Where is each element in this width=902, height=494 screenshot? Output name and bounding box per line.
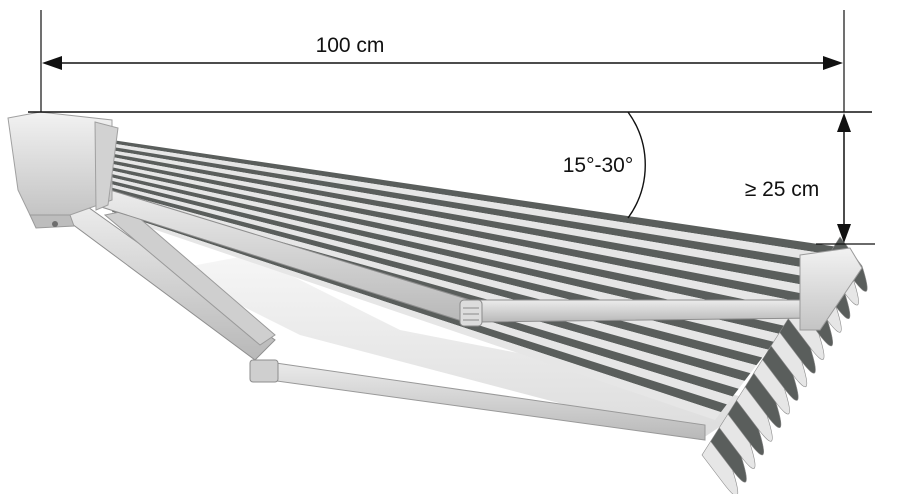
fabric-stripe <box>112 160 810 303</box>
height-arrow-top <box>837 113 851 132</box>
fabric-stripe <box>112 153 822 288</box>
awning-underside <box>170 255 760 440</box>
angle-arc <box>627 111 646 219</box>
fabric-stripe <box>112 143 840 264</box>
front-bar <box>799 247 863 331</box>
folding-arm-upper-forearm <box>469 299 821 323</box>
height-label: ≥ 25 cm <box>745 178 820 201</box>
height-arrow-bottom <box>837 224 851 243</box>
fabric-stripe <box>112 157 816 295</box>
fabric-stripe <box>112 167 798 319</box>
fabric-stripe <box>112 163 804 311</box>
awning-illustration <box>7 111 868 494</box>
width-arrow-right <box>823 56 843 70</box>
fabric-stripe <box>112 150 828 280</box>
fabric-stripe <box>112 146 834 272</box>
arm-elbow-joint <box>459 299 483 327</box>
fabric-stripe <box>112 211 721 420</box>
fabric-stripe <box>112 140 845 256</box>
arm-shoulder-bracket <box>249 359 279 383</box>
dimension-annotations: 100 cm 15°-30° ≥ 25 cm <box>28 10 875 245</box>
cassette-housing <box>7 111 119 229</box>
valance-scallop <box>701 440 739 494</box>
width-label: 100 cm <box>316 34 385 57</box>
fabric-stripe <box>112 191 757 374</box>
width-arrow-left <box>42 56 62 70</box>
angle-label: 15°-30° <box>563 154 634 177</box>
fabric-stripe <box>112 174 786 334</box>
fabric-stripe <box>112 170 792 327</box>
